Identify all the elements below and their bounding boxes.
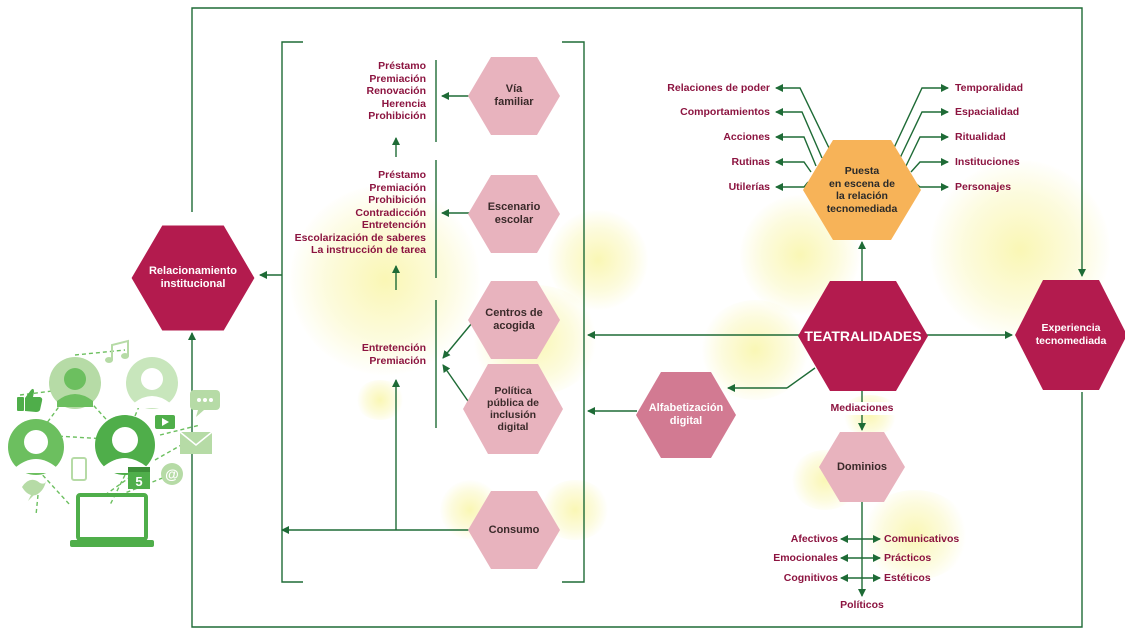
label-temporalidad: Temporalidad <box>955 82 1024 94</box>
node-label: Política pública de inclusión digital <box>487 385 539 433</box>
list-item: Entretención <box>361 219 426 231</box>
frame-top-line <box>191 7 1086 277</box>
avatar-icon <box>49 357 101 409</box>
label-cognitivos: Cognitivos <box>783 572 838 584</box>
label-politicos: Políticos <box>840 599 884 611</box>
left-bracket <box>281 41 303 583</box>
label-comunicativos: Comunicativos <box>884 533 960 545</box>
list-item: Prohibición <box>368 194 426 206</box>
list-item: Contradicción <box>355 206 426 219</box>
label-practicos: Prácticos <box>884 552 932 564</box>
label-acciones: Acciones <box>723 131 770 143</box>
label-comportamientos: Comportamientos <box>680 106 770 118</box>
phone-icon <box>71 457 87 481</box>
list-item: Prohibición <box>368 110 426 122</box>
node-label: Dominios <box>836 460 888 473</box>
label-relaciones-de-poder: Relaciones de poder <box>667 82 770 94</box>
avatar-icon <box>8 419 64 475</box>
list-item: Entretención <box>361 342 426 354</box>
node-relacionamiento-institucional: Relacionamiento institucional <box>130 224 256 332</box>
bird-icon <box>22 479 46 501</box>
video-icon <box>155 415 175 429</box>
label-esteticos: Estéticos <box>884 572 931 584</box>
avatar-icon <box>126 357 178 409</box>
label-espacialidad: Espacialidad <box>955 106 1020 118</box>
node-puesta-en-escena: Puesta en escena de la relación tecnomed… <box>803 140 921 240</box>
node-escenario-escolar: Escenario escolar <box>468 175 560 253</box>
thumbs-up-icon <box>17 388 43 412</box>
list-item: Premiación <box>369 181 426 194</box>
label-afectivos: Afectivos <box>790 533 838 545</box>
node-label: Escenario escolar <box>487 201 541 226</box>
svg-text:5: 5 <box>135 474 142 489</box>
label-personajes: Personajes <box>955 181 1012 193</box>
social-network-illustration: 5 @ <box>8 339 220 547</box>
list-item: La instrucción de tarea <box>311 244 426 256</box>
highlight-glow <box>700 300 810 400</box>
node-dominios: Dominios <box>819 432 905 502</box>
svg-text:@: @ <box>165 466 179 482</box>
node-via-familiar: Vía familiar <box>468 57 560 135</box>
label-mediaciones: Mediaciones <box>812 402 912 415</box>
node-consumo: Consumo <box>468 491 560 569</box>
laptop-icon <box>70 493 154 547</box>
node-label: Consumo <box>488 523 540 536</box>
list-item: Premiación <box>369 72 426 85</box>
label-instituciones: Instituciones <box>955 156 1020 168</box>
node-teatralidades: TEATRALIDADES <box>798 281 928 391</box>
node-label: TEATRALIDADES <box>804 327 922 344</box>
right-bracket <box>562 41 585 583</box>
node-label: Puesta en escena de la relación tecnomed… <box>826 165 898 215</box>
node-alfabetizacion-digital: Alfabetización digital <box>636 372 736 458</box>
node-label: Centros de acogida <box>485 307 543 332</box>
list-item: Herencia <box>381 97 426 110</box>
node-experiencia-tecnomediada: Experiencia tecnomediada <box>1015 280 1125 390</box>
frame-bottom-line <box>188 332 1083 628</box>
label-emocionales: Emocionales <box>773 552 838 564</box>
highlight-glow <box>840 395 900 435</box>
list-item: Escolarización de saberes <box>294 231 426 244</box>
list-via-familiar: Préstamo Premiación Renovación Herencia … <box>366 60 426 123</box>
chat-bubble-icon <box>190 390 220 417</box>
label-utilerias: Utilerías <box>728 181 770 193</box>
label-rutinas: Rutinas <box>731 156 770 168</box>
list-item: Préstamo <box>378 169 426 181</box>
list-item: Préstamo <box>378 60 426 72</box>
list-item: Renovación <box>366 85 426 97</box>
music-note-icon <box>105 339 129 363</box>
list-escenario-escolar: Préstamo Premiación Prohibición Contradi… <box>295 169 426 257</box>
node-label: Relacionamiento institucional <box>148 265 238 290</box>
avatar-icon <box>95 415 155 475</box>
calendar-icon: 5 <box>128 467 150 489</box>
mail-icon <box>179 431 213 454</box>
node-label: Experiencia tecnomediada <box>1035 322 1107 347</box>
list-item: Premiación <box>369 354 426 367</box>
node-politica-publica: Política pública de inclusión digital <box>463 364 563 454</box>
label-ritualidad: Ritualidad <box>955 131 1006 143</box>
node-centros-de-acogida: Centros de acogida <box>468 281 560 359</box>
list-centros-politica: Entretención Premiación <box>362 342 426 367</box>
at-sign-icon: @ <box>161 463 183 485</box>
node-label: Alfabetización digital <box>648 402 724 427</box>
node-label: Vía familiar <box>494 83 534 108</box>
